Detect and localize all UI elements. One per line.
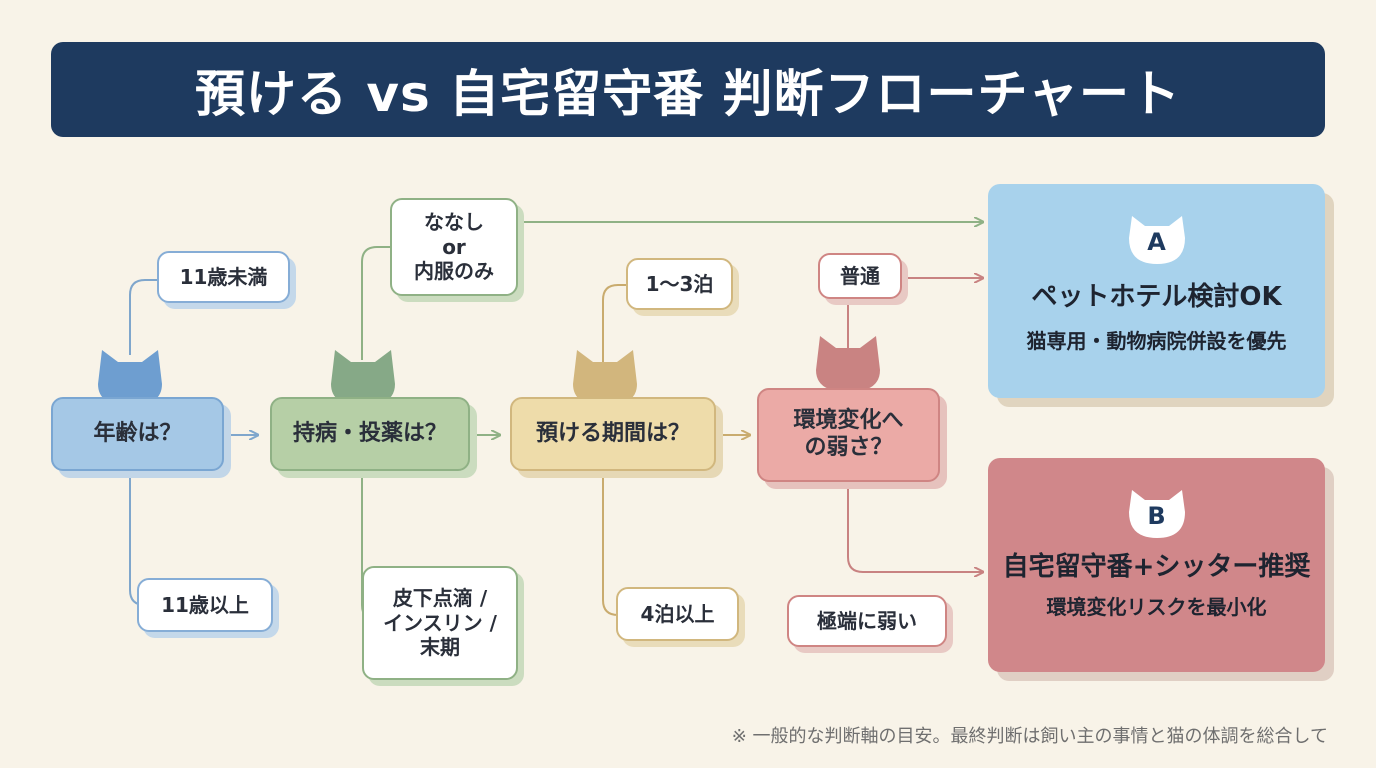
cat-head-icon: [331, 350, 395, 406]
cat-head-icon: [816, 336, 880, 392]
answer-period-long-label: 4泊以上: [640, 601, 715, 626]
question-sensitivity: 環境変化へ の弱さ？: [757, 388, 940, 482]
question-period-label: 預ける期間は？: [535, 420, 690, 446]
question-sensitivity-line1: 環境変化へ: [793, 408, 904, 434]
result-a-subtitle: 猫専用・動物病院併設を優先: [1026, 329, 1287, 353]
arrow-sensitivity-to-result-b: [847, 482, 983, 572]
answer-illness-none-line2: or: [442, 234, 466, 259]
answer-period-short: 1〜3泊: [626, 258, 733, 310]
cat-head-icon: [1128, 216, 1185, 264]
footnote: ※ 一般的な判断軸の目安。最終判断は飼い主の事情と猫の体調を総合して: [731, 726, 1328, 747]
answer-illness-heavy: 皮下点滴 / インスリン / 末期: [362, 566, 518, 680]
question-illness: 持病・投薬は？: [270, 397, 470, 471]
answer-illness-none-line3: 内服のみ: [414, 259, 494, 284]
result-a-badge-label: A: [1147, 228, 1166, 256]
line-age-young: [129, 279, 157, 355]
answer-age-young-label: 11歳未満: [179, 264, 268, 289]
result-b-card: B 自宅留守番+シッター推奨 環境変化リスクを最小化: [988, 458, 1325, 672]
question-period: 預ける期間は？: [510, 397, 716, 471]
result-b-title: 自宅留守番+シッター推奨: [1002, 552, 1311, 582]
result-b-badge: B: [1126, 488, 1188, 540]
question-illness-label: 持病・投薬は？: [292, 420, 447, 446]
line-illness-none: [361, 246, 390, 360]
line-period-short: [602, 284, 626, 370]
answer-illness-heavy-line2: インスリン /: [383, 610, 497, 635]
answer-illness-heavy-line1: 皮下点滴 /: [392, 586, 488, 611]
answer-age-old-label: 11歳以上: [161, 592, 249, 617]
answer-period-long: 4泊以上: [616, 587, 739, 641]
title-banner: 預ける vs 自宅留守番 判断フローチャート: [51, 42, 1325, 137]
answer-illness-none-line1: ななし: [424, 210, 484, 235]
cat-head-icon: [98, 350, 162, 406]
cat-head-icon: [1128, 490, 1185, 538]
result-a-card: A ペットホテル検討OK 猫専用・動物病院併設を優先: [988, 184, 1325, 398]
answer-age-young: 11歳未満: [157, 251, 290, 303]
answer-sens-weak: 極端に弱い: [787, 595, 947, 647]
question-age-label: 年齢は？: [93, 420, 182, 446]
result-b-badge-label: B: [1147, 502, 1166, 530]
result-a-title: ペットホテル検討OK: [1031, 282, 1282, 312]
result-a-badge: A: [1126, 214, 1188, 266]
answer-period-short-label: 1〜3泊: [645, 271, 714, 296]
answer-illness-none: ななし or 内服のみ: [390, 198, 518, 296]
cat-head-icon: [573, 350, 637, 406]
answer-sens-weak-label: 極端に弱い: [817, 608, 917, 633]
answer-sens-normal-label: 普通: [840, 263, 880, 288]
result-b-subtitle: 環境変化リスクを最小化: [1046, 595, 1267, 619]
line-period-long: [602, 472, 619, 616]
question-sensitivity-line2: の弱さ？: [804, 435, 893, 460]
question-age: 年齢は？: [51, 397, 224, 471]
answer-illness-heavy-line3: 末期: [420, 635, 460, 660]
page-title: 預ける vs 自宅留守番 判断フローチャート: [194, 64, 1182, 123]
answer-sens-normal: 普通: [818, 253, 902, 299]
answer-age-old: 11歳以上: [137, 578, 273, 632]
